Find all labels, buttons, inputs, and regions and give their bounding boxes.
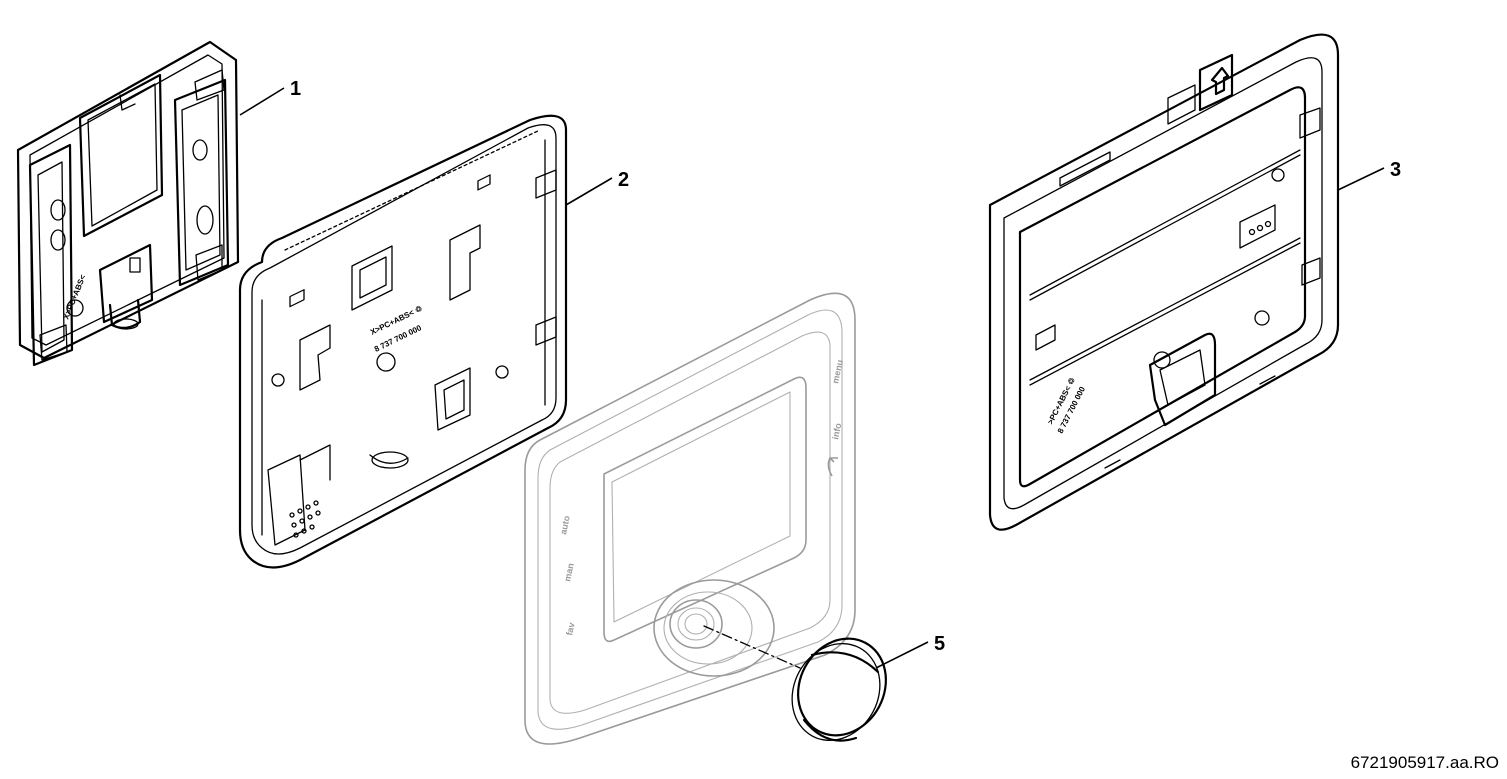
svg-text:info: info	[830, 422, 843, 441]
svg-text:fav: fav	[564, 622, 576, 637]
svg-text:menu: menu	[830, 359, 845, 385]
part-5-selector-knob	[791, 637, 887, 742]
callout-5: 5	[934, 633, 945, 655]
center-axis-line	[703, 625, 801, 669]
svg-text:auto: auto	[558, 514, 572, 535]
leader-line-3	[1337, 167, 1385, 191]
part-2-back-housing: X>PC+ABS< ♲ 8 737 700 000	[238, 114, 568, 569]
leader-line-2	[565, 177, 613, 206]
leader-line-1	[239, 87, 285, 116]
callout-2: 2	[618, 169, 629, 191]
part-3-front-frame: >PC+ABS< ♲ 8 737 700 000	[988, 33, 1340, 531]
document-id: 6721905917.aa.RO	[1350, 753, 1499, 772]
part-4-control-unit: menu info auto man fav	[524, 292, 856, 745]
callout-3: 3	[1390, 159, 1401, 181]
callout-1: 1	[290, 78, 301, 100]
svg-text:X>PC+ABS<: X>PC+ABS<	[62, 273, 88, 321]
svg-text:man: man	[562, 562, 576, 582]
part-1-mounting-base: X>PC+ABS<	[16, 40, 240, 367]
leader-line-5	[875, 641, 929, 669]
